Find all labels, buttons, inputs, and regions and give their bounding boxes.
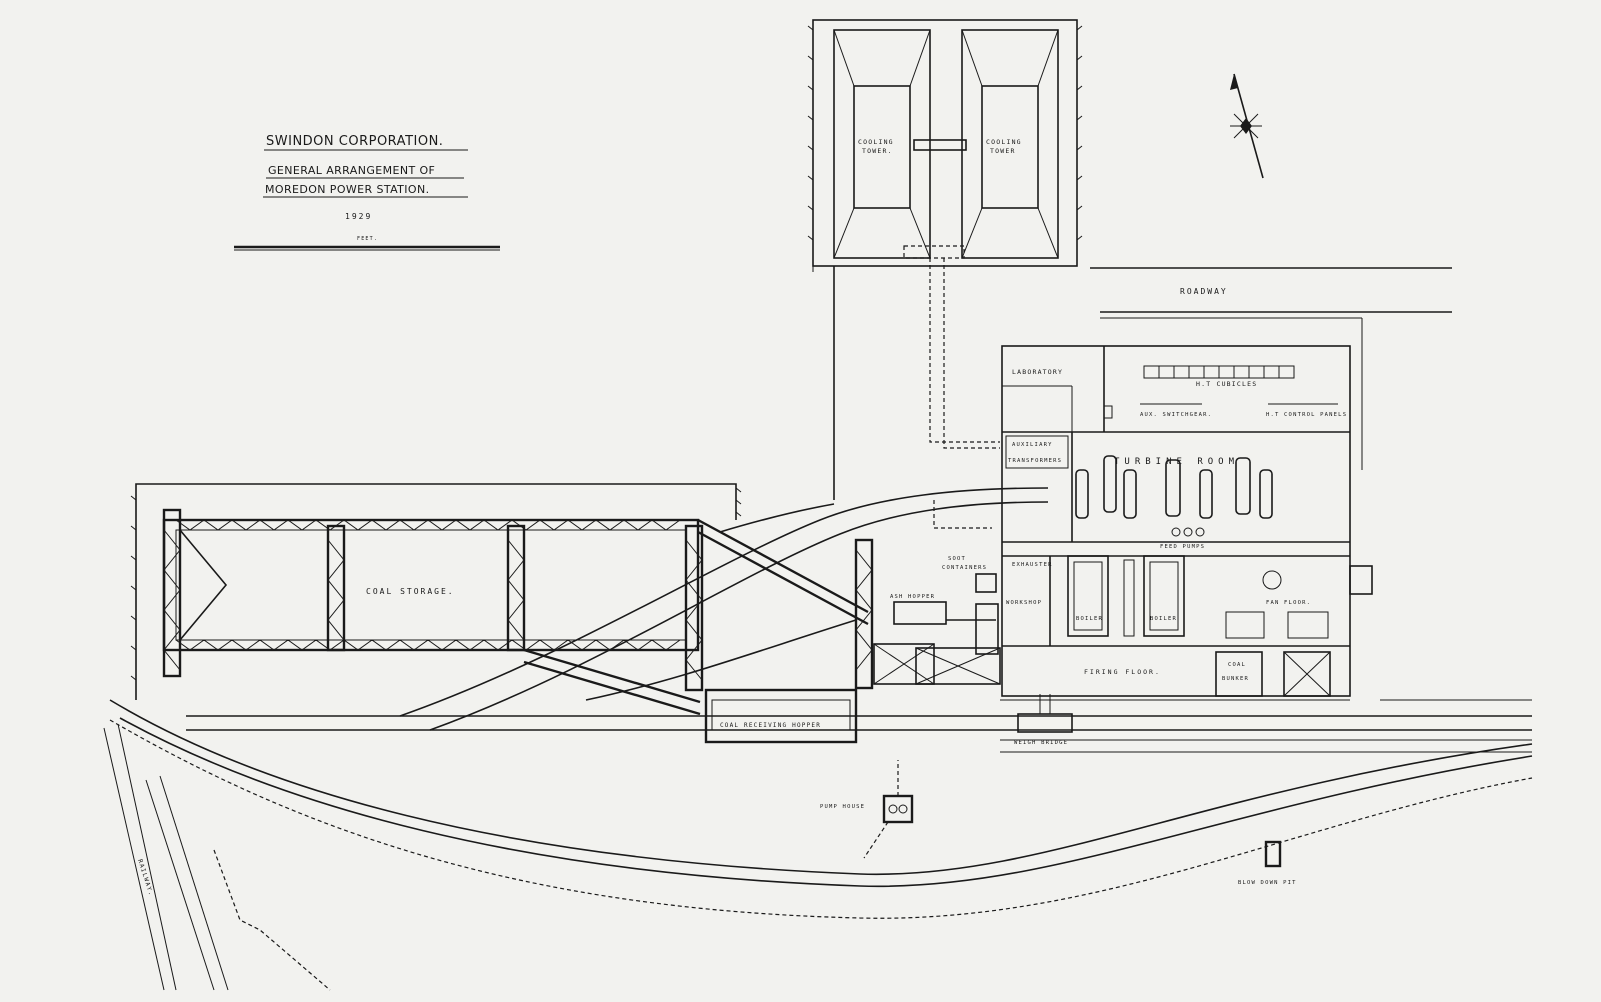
ht-cubicles-label: H.T CUBICLES <box>1196 380 1257 388</box>
coal-storage-label: COAL STORAGE. <box>366 587 455 596</box>
ash-handling: SOOT CONTAINERS ASH HOPPER <box>890 556 1001 685</box>
cooling-tower-right-label-2: TOWER <box>990 147 1016 155</box>
firing-floor-label: FIRING FLOOR. <box>1084 668 1161 676</box>
blow-down-pit-label: BLOW DOWN PIT <box>1238 880 1297 886</box>
weigh-bridge-label: WEIGH BRIDGE <box>1014 740 1068 746</box>
laboratory-label: LABORATORY <box>1012 368 1063 376</box>
bunker-label: BUNKER <box>1222 676 1249 682</box>
scale-bar <box>234 245 500 251</box>
turbine-sets <box>1075 455 1273 519</box>
power-station-building: LABORATORY H.T CUBICLES AUX. SWITCHGEAR.… <box>1001 345 1373 697</box>
transformers-label: TRANSFORMERS <box>1008 458 1062 464</box>
roadway-label: ROADWAY <box>1180 287 1228 296</box>
cooling-towers: COOLING TOWER. COOLING TOWER <box>807 19 1083 267</box>
drawing-subtitle-1: GENERAL ARRANGEMENT OF <box>268 164 435 177</box>
title-block: SWINDON CORPORATION. GENERAL ARRANGEMENT… <box>234 134 500 251</box>
soot-label: SOOT <box>948 556 966 562</box>
coal-bunkers: COAL BUNKER <box>1215 651 1331 697</box>
blow-down-pit: BLOW DOWN PIT <box>1238 840 1297 886</box>
north-arrow-icon <box>1230 73 1264 179</box>
roadway: ROADWAY <box>1090 267 1452 470</box>
fan-floor-label: FAN FLOOR. <box>1266 600 1311 606</box>
ash-hopper-label: ASH HOPPER <box>890 594 935 600</box>
boiler-2-label: BOILER <box>1150 616 1177 622</box>
cooling-water-pipes <box>812 258 1000 529</box>
weigh-bridge: WEIGH BRIDGE <box>1014 694 1073 746</box>
ht-cubicles <box>1143 365 1295 379</box>
coal-receiving-hopper-label: COAL RECEIVING HOPPER <box>720 722 821 729</box>
cooling-tower-left-label-1: COOLING <box>858 138 894 146</box>
aux-switchgear-label: AUX. SWITCHGEAR. <box>1140 412 1212 418</box>
railway-sidings: RAILWAY. <box>103 487 1533 991</box>
scale-unit: FEET. <box>357 236 378 242</box>
cooling-tower-left: COOLING TOWER. <box>833 29 931 259</box>
auxiliary-label: AUXILIARY <box>1012 442 1053 448</box>
pump-house-label: PUMP HOUSE <box>820 804 865 810</box>
coal-storage: COAL STORAGE. <box>130 483 742 700</box>
drawing-title: SWINDON CORPORATION. <box>266 134 443 149</box>
exhauster-label: EXHAUSTER <box>1012 562 1053 568</box>
workshop-label: WORKSHOP <box>1006 600 1042 606</box>
cooling-tower-right-label-1: COOLING <box>986 138 1022 146</box>
boiler-1: BOILER <box>1067 555 1109 637</box>
containers-label: CONTAINERS <box>942 565 987 571</box>
coal-conveyor <box>523 518 935 716</box>
drawing-subtitle-2: MOREDON POWER STATION. <box>265 183 430 196</box>
feed-pumps-label: FEED PUMPS <box>1160 544 1205 550</box>
boiler-1-label: BOILER <box>1076 616 1103 622</box>
cooling-tower-right: COOLING TOWER <box>961 29 1059 259</box>
pump-house: PUMP HOUSE <box>820 760 914 859</box>
turbine-room-label: TURBINE ROOM <box>1114 457 1239 467</box>
ht-control-panels-label: H.T CONTROL PANELS <box>1266 412 1347 418</box>
cooling-tower-left-label-2: TOWER. <box>862 147 893 155</box>
coal-label: COAL <box>1228 662 1246 668</box>
drawing-year: 1929 <box>345 212 372 221</box>
boiler-2: BOILER <box>1143 555 1185 637</box>
